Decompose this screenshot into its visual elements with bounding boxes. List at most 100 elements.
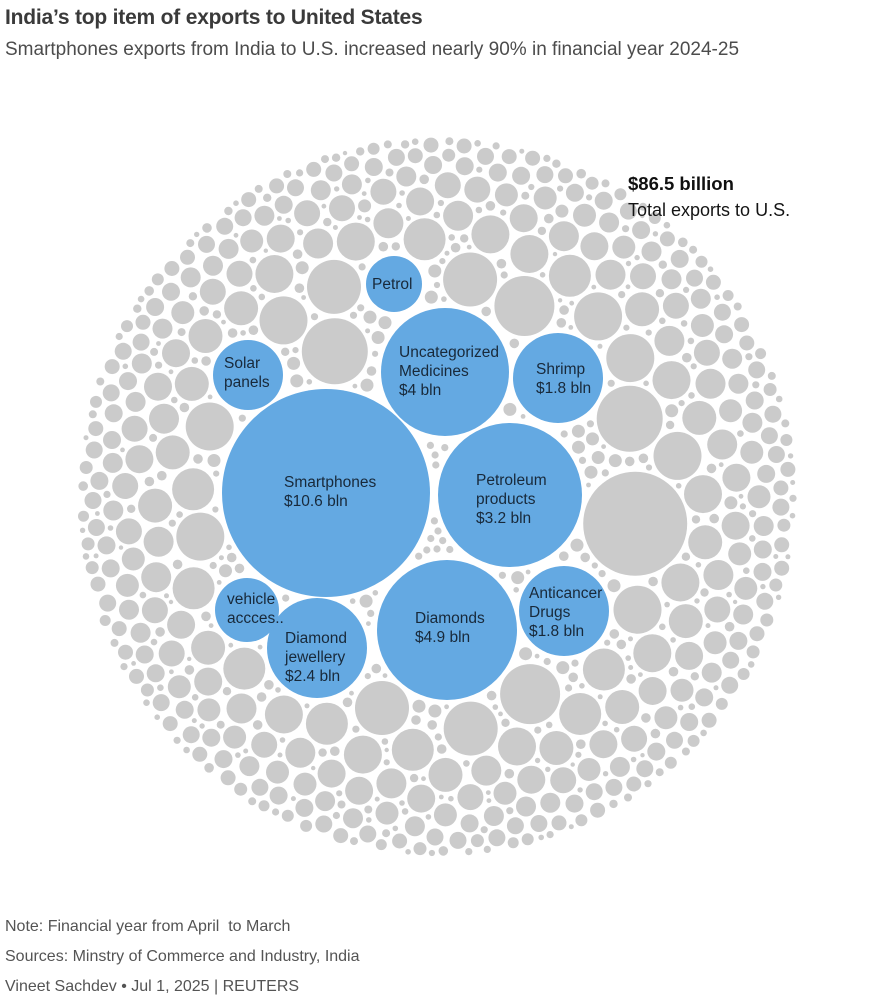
filler-bubble <box>570 762 575 767</box>
filler-bubble <box>352 725 360 733</box>
filler-bubble <box>373 208 404 239</box>
filler-bubble <box>575 751 582 758</box>
total-exports-label: Total exports to U.S. <box>628 200 791 220</box>
filler-bubble <box>360 378 374 392</box>
filler-bubble <box>112 473 139 499</box>
filler-bubble <box>485 790 491 795</box>
filler-bubble <box>448 795 454 802</box>
chart-header: India’s top item of exports to United St… <box>5 6 865 61</box>
filler-bubble <box>332 225 338 230</box>
filler-bubble <box>668 666 679 677</box>
filler-bubble <box>548 254 591 297</box>
filler-bubble <box>753 562 772 581</box>
filler-bubble <box>543 154 551 162</box>
filler-bubble <box>441 296 447 302</box>
filler-bubble <box>201 356 211 366</box>
filler-bubble <box>749 626 765 642</box>
filler-bubble <box>748 361 766 379</box>
filler-bubble <box>653 431 702 480</box>
filler-bubble <box>337 800 346 809</box>
filler-bubble <box>444 250 450 256</box>
filler-bubble <box>254 184 263 193</box>
filler-bubble <box>129 668 144 684</box>
filler-bubble <box>157 470 167 481</box>
filler-bubble <box>706 463 717 474</box>
filler-bubble <box>713 303 731 321</box>
filler-bubble <box>525 150 541 166</box>
filler-bubble <box>565 684 573 692</box>
filler-bubble <box>81 537 95 551</box>
filler-bubble <box>733 302 742 311</box>
filler-bubble <box>366 817 372 823</box>
filler-bubble <box>412 699 426 713</box>
filler-bubble <box>143 526 174 557</box>
filler-bubble <box>297 229 304 236</box>
filler-bubble <box>199 723 205 729</box>
filler-bubble <box>539 272 546 278</box>
filler-bubble <box>616 639 627 650</box>
filler-bubble <box>399 190 405 196</box>
filler-bubble <box>301 295 306 300</box>
filler-bubble <box>483 806 504 826</box>
filler-bubble <box>583 471 688 576</box>
filler-bubble <box>722 651 740 669</box>
filler-bubble <box>550 767 577 794</box>
filler-bubble <box>364 805 373 814</box>
filler-bubble <box>605 778 623 796</box>
filler-bubble <box>146 664 165 683</box>
filler-bubble <box>171 396 178 404</box>
filler-bubble <box>606 334 655 383</box>
filler-bubble <box>767 371 776 380</box>
filler-bubble <box>774 560 790 576</box>
filler-bubble <box>334 186 340 192</box>
filler-bubble <box>193 454 203 464</box>
filler-bubble <box>171 301 195 325</box>
filler-bubble <box>470 834 484 848</box>
filler-bubble <box>155 627 165 637</box>
filler-bubble <box>774 537 790 553</box>
filler-bubble <box>670 678 694 702</box>
filler-bubble <box>218 238 239 259</box>
filler-bubble <box>168 369 174 375</box>
filler-bubble <box>498 711 503 717</box>
filler-bubble <box>483 845 491 854</box>
filler-bubble <box>777 518 791 532</box>
filler-bubble <box>441 444 449 452</box>
filler-bubble <box>120 663 128 671</box>
filler-bubble <box>439 537 447 545</box>
filler-bubble <box>591 562 598 569</box>
footer-byline: Vineet Sachdev • Jul 1, 2025 | REUTERS <box>5 978 300 995</box>
filler-bubble <box>191 630 226 665</box>
export-bubble-smartphones <box>222 389 430 597</box>
filler-bubble <box>539 731 574 765</box>
filler-bubble <box>455 157 474 176</box>
filler-bubble <box>559 551 569 561</box>
filler-bubble <box>164 593 169 599</box>
filler-bubble <box>396 202 402 209</box>
filler-bubble <box>565 794 584 813</box>
filler-bubble <box>753 540 772 559</box>
filler-bubble <box>556 318 567 328</box>
filler-bubble <box>438 846 449 856</box>
bubble-label-smartphones: Smartphones$10.6 bln <box>284 474 376 510</box>
filler-bubble <box>534 653 540 659</box>
filler-bubble <box>439 258 446 265</box>
filler-bubble <box>82 553 90 560</box>
filler-bubble <box>111 621 127 637</box>
filler-bubble <box>640 213 645 219</box>
filler-bubble <box>361 191 367 197</box>
filler-bubble <box>690 314 714 337</box>
filler-bubble <box>601 444 606 449</box>
filler-bubble <box>477 147 494 165</box>
filler-bubble <box>240 229 264 253</box>
filler-bubble <box>580 552 590 563</box>
filler-bubble <box>510 235 549 273</box>
filler-bubble <box>359 825 377 843</box>
filler-bubble <box>576 168 586 179</box>
filler-bubble <box>102 452 123 473</box>
filler-bubble <box>177 328 186 337</box>
filler-bubble <box>569 300 575 306</box>
filler-bubble <box>466 244 472 250</box>
filler-bubble <box>88 410 97 419</box>
